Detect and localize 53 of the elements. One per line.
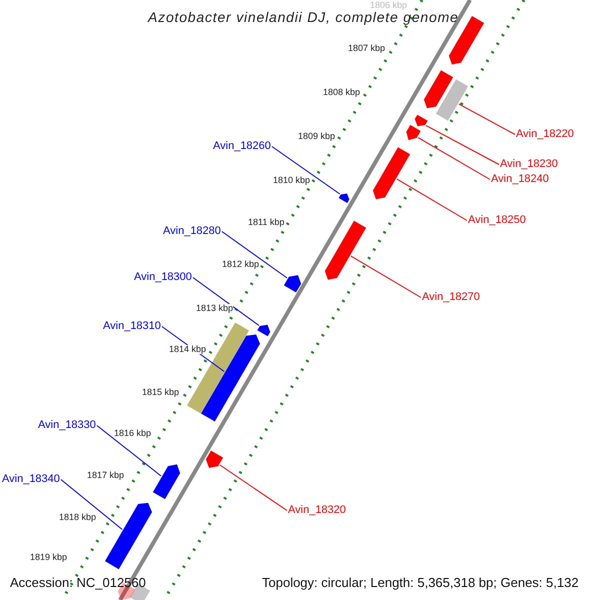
leader-line bbox=[458, 104, 516, 135]
leader-line bbox=[350, 256, 422, 298]
leader-line bbox=[426, 125, 500, 165]
topology-text: Topology: circular; Length: 5,365,318 bp; Genes: 5,132 bbox=[262, 576, 579, 589]
gene-label: Avin_18230 bbox=[500, 159, 558, 170]
position-label: 1814 kbp bbox=[169, 345, 206, 354]
position-label: 1817 kbp bbox=[87, 471, 124, 480]
leader-line bbox=[221, 231, 288, 278]
gene-bar bbox=[414, 114, 428, 126]
leader-line bbox=[192, 277, 260, 326]
leader-line bbox=[60, 479, 123, 530]
position-label: 1812 kbp bbox=[222, 260, 260, 269]
leader-line bbox=[418, 137, 490, 180]
accession-text: Accession: NC_012560 bbox=[10, 576, 146, 589]
gene-bar bbox=[436, 79, 468, 121]
position-label: 1813 kbp bbox=[196, 304, 234, 313]
gene-label: Avin_18270 bbox=[422, 292, 480, 303]
gene-bar bbox=[206, 450, 224, 468]
position-label: 1815 kbp bbox=[142, 388, 180, 397]
gene-bar bbox=[152, 464, 180, 500]
gene-bar bbox=[338, 194, 350, 203]
leader-line bbox=[96, 425, 162, 476]
position-label: 1806 kbp bbox=[370, 1, 408, 10]
gene-label: Avin_18340 bbox=[2, 474, 60, 485]
gene-bar bbox=[406, 124, 421, 140]
gene-label: Avin_18310 bbox=[103, 321, 161, 332]
gene-label: Avin_18250 bbox=[468, 215, 526, 226]
leader-line bbox=[219, 464, 288, 511]
chart-title: Azotobacter vinelandii DJ, complete genome bbox=[148, 10, 459, 24]
gene-bar bbox=[424, 70, 454, 108]
gene-label: Avin_18280 bbox=[163, 226, 221, 237]
position-label: 1816 kbp bbox=[114, 429, 152, 438]
gene-label: Avin_18260 bbox=[213, 141, 271, 152]
gene-label: Avin_18320 bbox=[288, 505, 346, 516]
gene-bar bbox=[284, 275, 302, 292]
leader-line bbox=[271, 146, 340, 194]
gene-label: Avin_18330 bbox=[38, 420, 96, 431]
gene-bar bbox=[105, 502, 152, 570]
position-label: 1810 kbp bbox=[273, 176, 310, 185]
position-label: 1818 kbp bbox=[59, 513, 96, 522]
gene-label: Avin_18220 bbox=[516, 129, 574, 140]
position-label: 1809 kbp bbox=[298, 132, 336, 141]
position-label: 1819 kbp bbox=[30, 553, 68, 562]
position-label: 1808 kbp bbox=[323, 88, 360, 97]
position-label: 1811 kbp bbox=[248, 218, 284, 227]
gene-label: Avin_18300 bbox=[134, 272, 192, 283]
leader-line bbox=[396, 178, 468, 221]
gene-bar bbox=[187, 322, 249, 414]
gene-bar bbox=[257, 324, 270, 336]
position-label: 1807 kbp bbox=[348, 44, 386, 53]
gene-bar bbox=[324, 220, 366, 280]
gene-label: Avin_18240 bbox=[491, 174, 549, 185]
gene-bar bbox=[372, 147, 410, 200]
